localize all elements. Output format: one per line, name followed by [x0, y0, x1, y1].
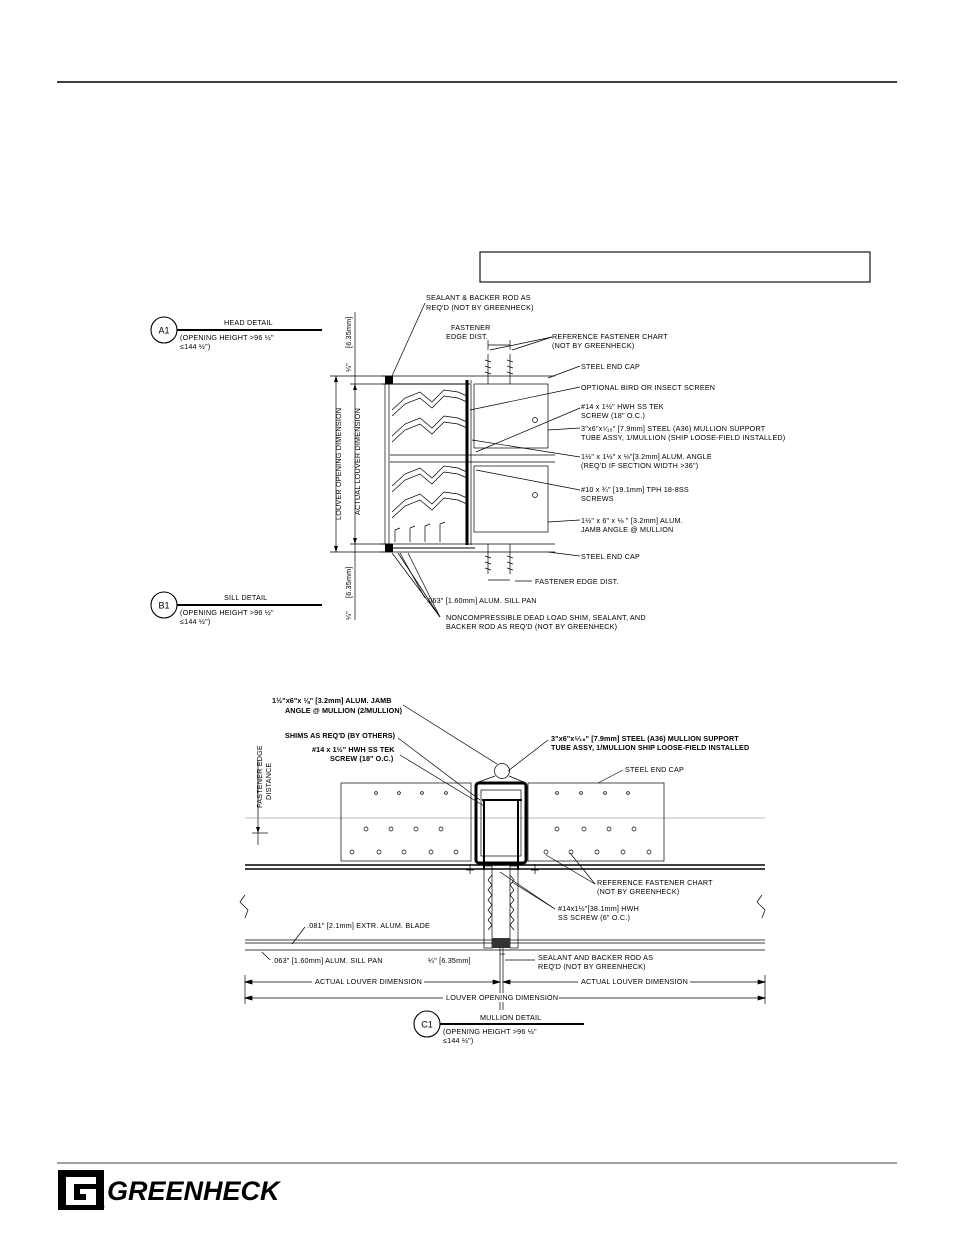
dim-louver-opening: LOUVER OPENING DIMENSION: [334, 408, 343, 520]
head-sill-detail: A1 HEAD DETAIL (OPENING HEIGHT >96 ½" ≤1…: [150, 293, 785, 631]
m-callout-hwh-1: #14x1½"[38.1mm] HWH: [558, 904, 639, 913]
registered-mark: ®: [100, 1204, 105, 1211]
callout-alum-angle-1: 1½" x 1½" x ⅛"[3.2mm] ALUM. ANGLE: [581, 452, 712, 461]
callout-insect-screen: OPTIONAL BIRD OR INSECT SCREEN: [581, 383, 715, 392]
callout-alum-angle-2: (REQ'D IF SECTION WIDTH >36"): [581, 461, 698, 470]
fastener-edge-1: FASTENER EDGE: [255, 745, 264, 808]
dim-metric-top: [6.35mm]: [344, 316, 353, 348]
dim-actual-left: ACTUAL LOUVER DIMENSION: [315, 977, 422, 986]
callout-dead-load-shim-1: NONCOMPRESSIBLE DEAD LOAD SHIM, SEALANT,…: [446, 613, 646, 622]
mullion-detail: FASTENER EDGE DISTANCE: [239, 696, 767, 1045]
title-box: [479, 251, 871, 283]
m-callout-ref-chart-2: (NOT BY GREENHECK): [597, 887, 679, 896]
m-callout-jamb-1: 1½"x6"x ⅛" [3.2mm] ALUM. JAMB: [272, 696, 392, 705]
tag-b1-title: SILL DETAIL: [224, 593, 267, 602]
vertical-dimensions: LOUVER OPENING DIMENSION ACTUAL LOUVER D…: [330, 312, 392, 620]
head-fasteners: [484, 340, 514, 581]
callout-sealant-2: REQ'D (NOT BY GREENHECK): [426, 303, 534, 312]
callout-fastener-edge-bottom: FASTENER EDGE DIST.: [535, 577, 619, 586]
dim-opening: LOUVER OPENING DIMENSION: [446, 993, 558, 1002]
tag-b1-label: B1: [158, 601, 169, 611]
head-sill-leaders: [391, 302, 581, 618]
m-callout-blade: .081" [2.1mm] EXTR. ALUM. BLADE: [307, 921, 430, 930]
tag-c1-note2: ≤144 ½"): [443, 1036, 473, 1045]
dim-quarter-top: ¼": [344, 363, 353, 372]
tag-c1-title: MULLION DETAIL: [480, 1013, 541, 1022]
m-callout-ref-chart-1: REFERENCE FASTENER CHART: [597, 878, 713, 887]
m-callout-end-cap: STEEL END CAP: [625, 765, 684, 774]
m-callout-sealant-2: REQ'D (NOT BY GREENHECK): [538, 962, 646, 971]
callout-mullion-tube-2: TUBE ASSY, 1/MULLION (SHIP LOOSE-FIELD I…: [581, 433, 785, 442]
callout-ref-chart-2: (NOT BY GREENHECK): [552, 341, 634, 350]
dim-actual-louver: ACTUAL LOUVER DIMENSION: [353, 408, 362, 515]
callout-fastener-edge-2: EDGE DIST.: [446, 332, 488, 341]
m-callout-tek-2: SCREW (18" O.C.): [330, 754, 394, 763]
tag-c1: C1 MULLION DETAIL (OPENING HEIGHT >96 ½"…: [413, 1010, 584, 1045]
m-callout-shims: SHIMS AS REQ'D (BY OTHERS): [285, 731, 396, 740]
tag-b1-note2: ≤144 ½"): [180, 617, 210, 626]
tag-a1: A1 HEAD DETAIL (OPENING HEIGHT >96 ½" ≤1…: [150, 316, 322, 351]
tag-c1-label: C1: [421, 1020, 433, 1030]
m-callout-quarter: ¼" [6.35mm]: [428, 956, 471, 965]
m-callout-jamb-2: ANGLE @ MULLION (2/MULLION): [285, 706, 403, 715]
end-cap-holes: [349, 791, 652, 855]
callout-jamb-angle-2: JAMB ANGLE @ MULLION: [581, 525, 673, 534]
callout-mullion-tube-1: 3"x6"x⁵⁄₁₆" [7.9mm] STEEL (A36) MULLION …: [581, 424, 766, 433]
greenheck-logo: GREENHECK ®: [58, 1170, 282, 1211]
tag-b1: B1 SILL DETAIL (OPENING HEIGHT >96 ½" ≤1…: [150, 591, 322, 626]
m-callout-hwh-2: SS SCREW (6" O.C.): [558, 913, 630, 922]
callout-tph-screws-1: #10 x ¾" [19.1mm] TPH 18-8SS: [581, 485, 689, 494]
greenheck-logo-mark-icon: [58, 1170, 104, 1210]
dim-quarter-bottom: ¼": [344, 611, 353, 620]
tag-a1-note1: (OPENING HEIGHT >96 ½": [180, 333, 274, 342]
callout-dead-load-shim-2: BACKER ROD AS REQ'D (NOT BY GREENHECK): [446, 622, 617, 631]
callout-ref-chart-1: REFERENCE FASTENER CHART: [552, 332, 668, 341]
tag-a1-title: HEAD DETAIL: [224, 318, 273, 327]
tag-a1-note2: ≤144 ½"): [180, 342, 210, 351]
louver-blades: [391, 389, 468, 542]
tag-c1-note1: (OPENING HEIGHT >96 ½": [443, 1027, 537, 1036]
callout-tph-screws-2: SCREWS: [581, 494, 614, 503]
callout-fastener-edge-1: FASTENER: [451, 323, 491, 332]
tag-a1-label: A1: [158, 326, 169, 336]
brand-name: GREENHECK: [107, 1176, 282, 1206]
m-callout-sill-pan: .063" [1.60mm] ALUM. SILL PAN: [272, 956, 383, 965]
m-callout-tube-1: 3"x6"x⁵⁄₁₆" [7.9mm] STEEL (A36) MULLION …: [551, 734, 739, 743]
mullion-leaders: [261, 704, 624, 961]
dim-metric-bottom: [6.35mm]: [344, 566, 353, 598]
callout-sill-pan: .063" [1.60mm] ALUM. SILL PAN: [426, 596, 537, 605]
m-callout-tek-1: #14 x 1½" HWH SS TEK: [312, 745, 395, 754]
callout-sealant-1: SEALANT & BACKER ROD AS: [426, 293, 531, 302]
callout-tek-screw-1: #14 x 1½" HWH SS TEK: [581, 402, 664, 411]
callout-steel-end-cap-top: STEEL END CAP: [581, 362, 640, 371]
m-callout-sealant-1: SEALANT AND BACKER ROD AS: [538, 953, 653, 962]
m-callout-tube-2: TUBE ASSY, 1/MULLION SHIP LOOSE-FIELD IN…: [551, 743, 749, 752]
tag-b1-note1: (OPENING HEIGHT >96 ½": [180, 608, 274, 617]
louver-frame: [380, 375, 555, 553]
fastener-edge-2: DISTANCE: [264, 763, 273, 800]
callout-steel-end-cap-bottom: STEEL END CAP: [581, 552, 640, 561]
callout-tek-screw-2: SCREW (18" O.C.): [581, 411, 645, 420]
dim-actual-right: ACTUAL LOUVER DIMENSION: [581, 977, 688, 986]
callout-jamb-angle-1: 1½" x 6" x ⅛ " [3.2mm] ALUM.: [581, 516, 683, 525]
